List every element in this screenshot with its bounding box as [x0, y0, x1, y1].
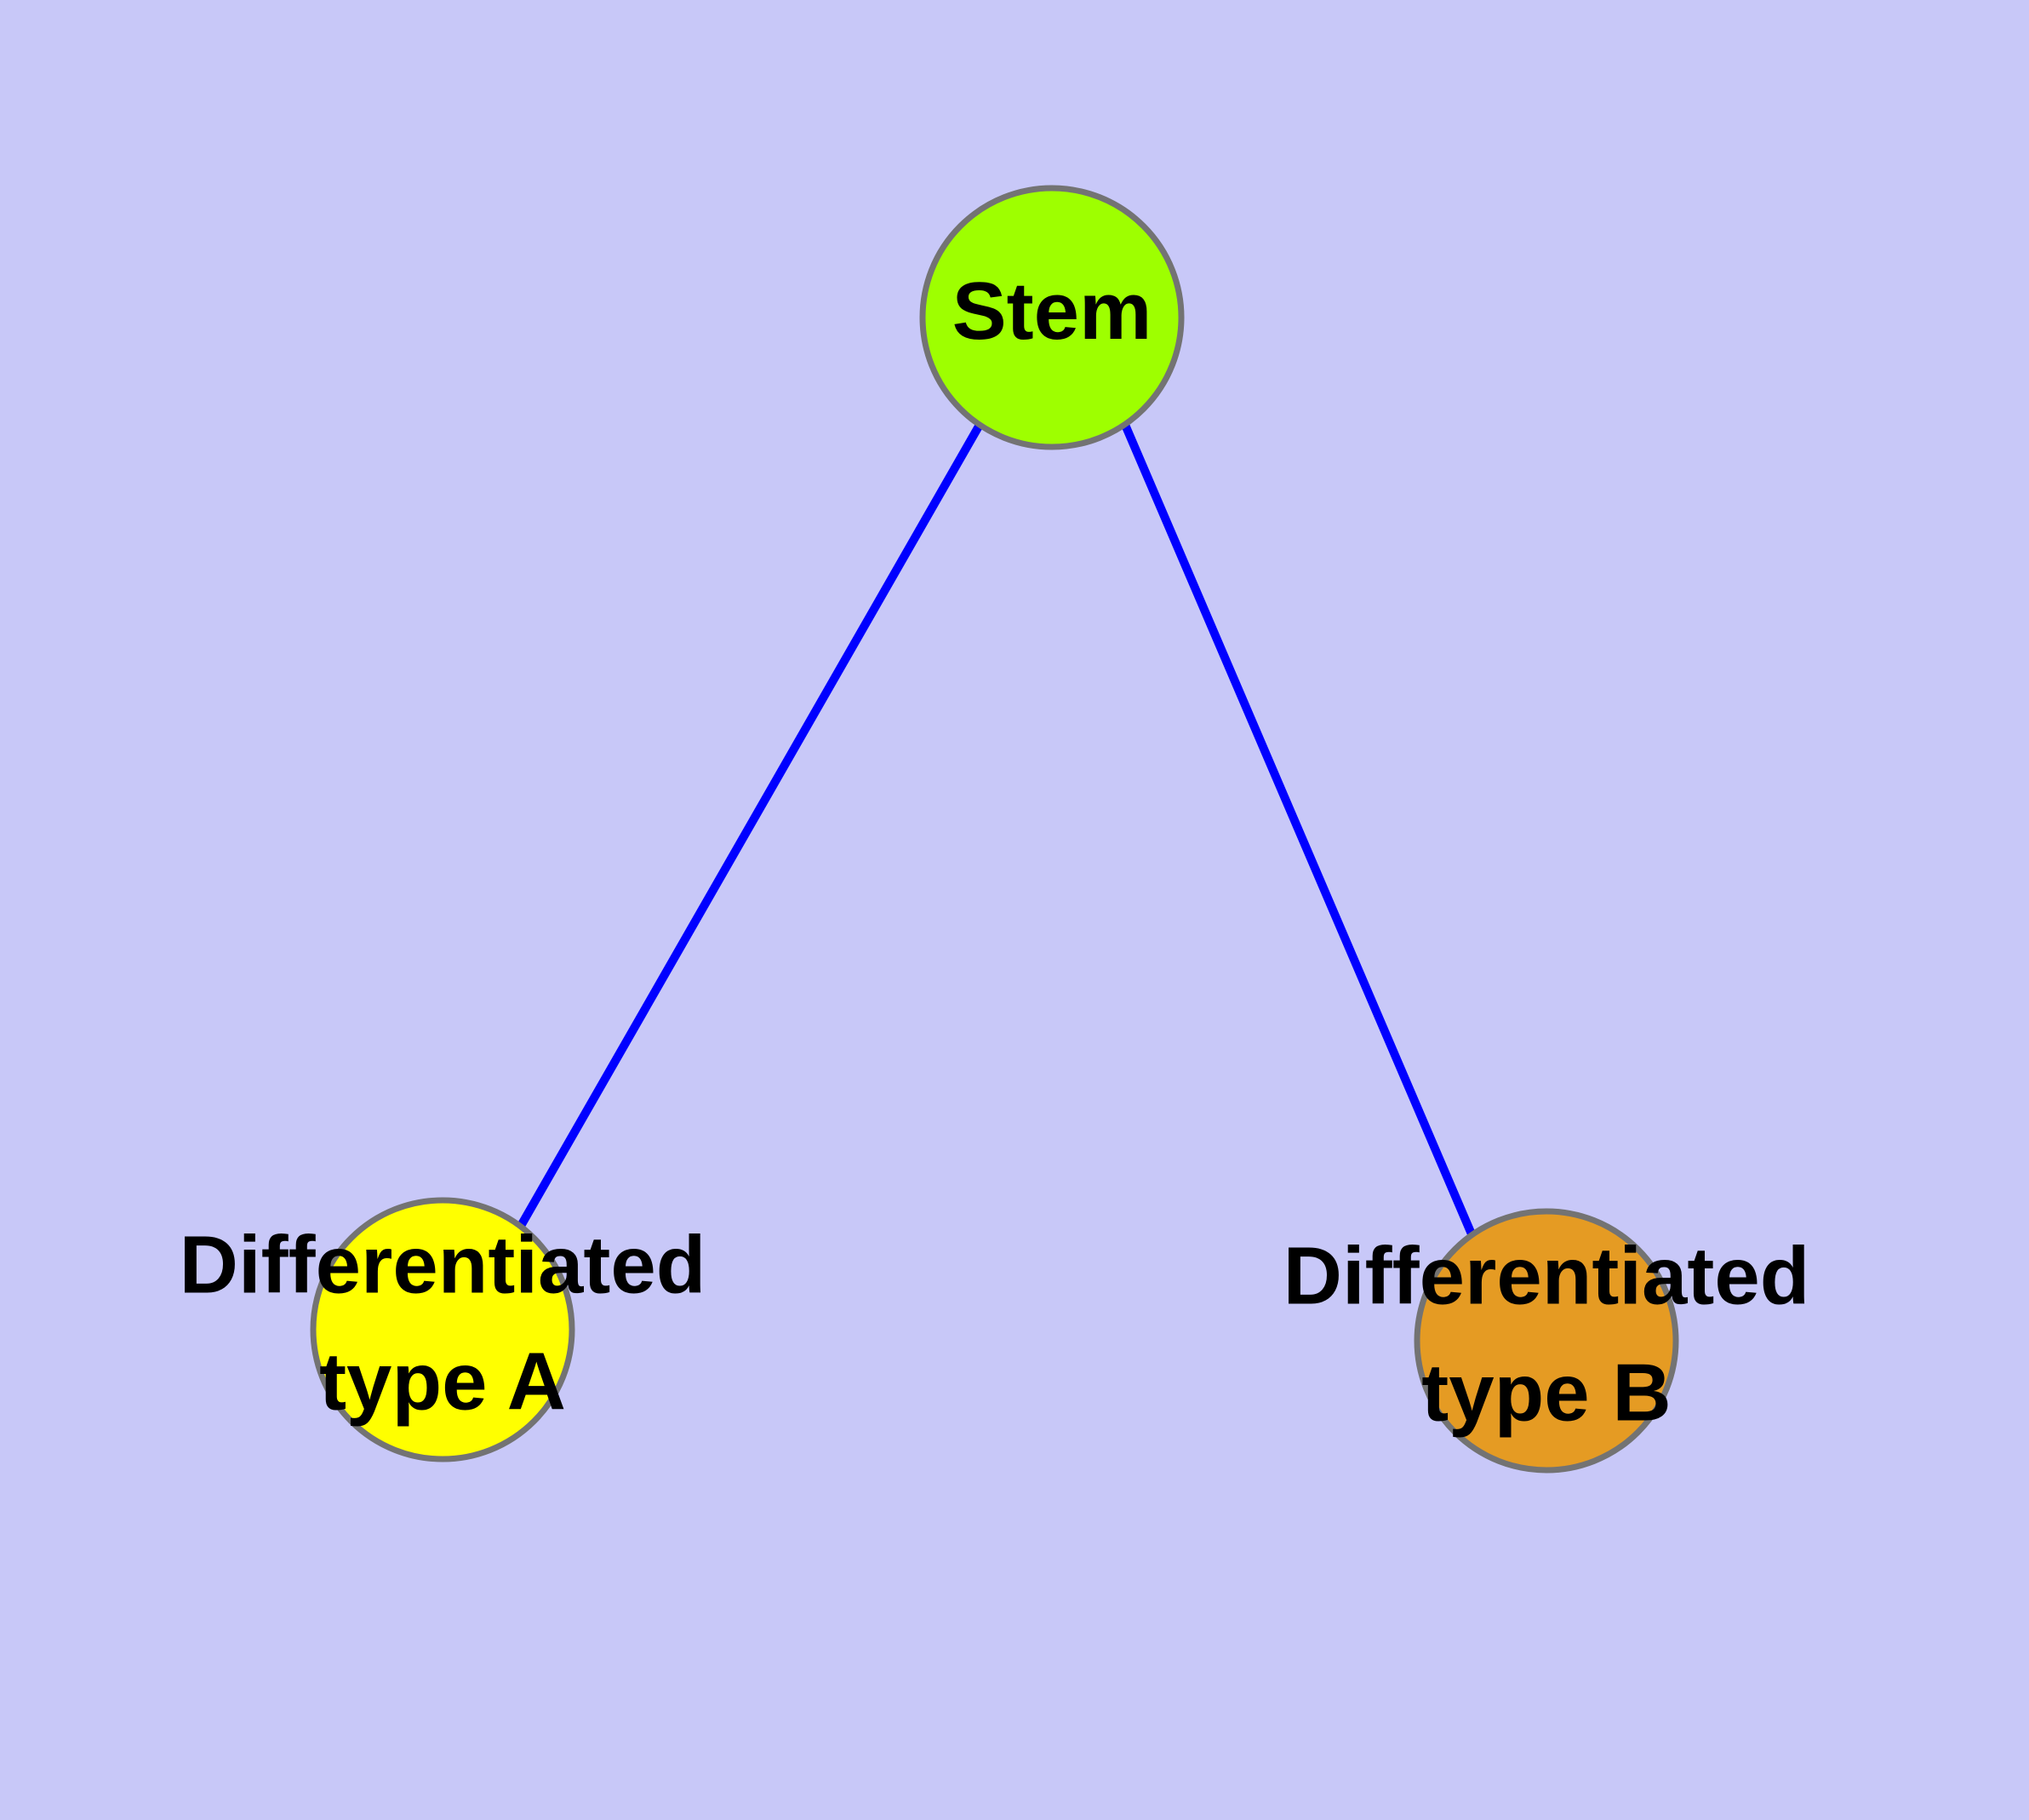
- edge-stem-to-differentiated-type-a: [517, 422, 984, 1228]
- node-differentiated-type-a-circle[interactable]: [310, 1197, 575, 1462]
- node-stem[interactable]: Stem: [919, 185, 1185, 450]
- node-stem-label: Stem: [952, 266, 1152, 357]
- node-differentiated-type-b-circle[interactable]: [1414, 1208, 1679, 1474]
- node-stem-circle[interactable]: [919, 185, 1185, 450]
- edges-group: [517, 422, 1477, 1238]
- edge-stem-to-differentiated-type-b: [1121, 423, 1477, 1238]
